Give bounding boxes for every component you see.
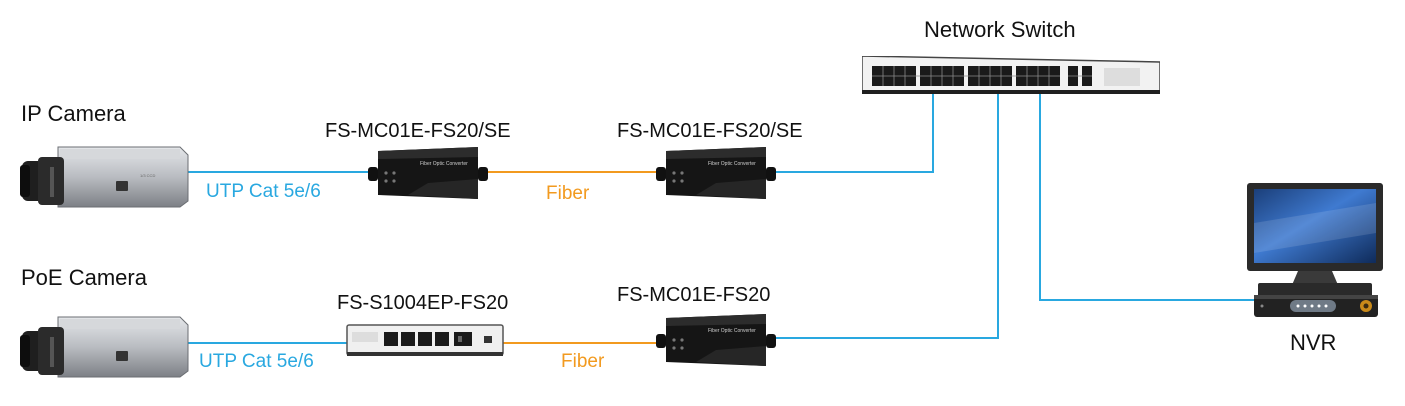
network-switch-icon: [862, 56, 1160, 96]
poe-switch-label: FS-S1004EP-FS20: [337, 292, 509, 314]
converter-bottom-right-icon: Fiber Optic Converter: [656, 310, 776, 370]
poe-camera-icon: [20, 305, 190, 383]
converter-top-right-icon: Fiber Optic Converter: [656, 143, 776, 203]
converter-top-left-label: FS-MC01E-FS20/SE: [325, 120, 511, 142]
bottom-utp-label: UTP Cat 5e/6: [199, 351, 314, 372]
bottom-uplink-line: [775, 93, 999, 339]
poe-switch-icon: [346, 322, 504, 358]
poe-camera-label: PoE Camera: [21, 265, 147, 290]
top-utp-label: UTP Cat 5e/6: [206, 181, 321, 202]
ip-camera-label: IP Camera: [21, 101, 126, 126]
nvr-monitor-icon: [1240, 183, 1390, 321]
network-switch-label: Network Switch: [924, 17, 1076, 42]
nvr-line: [1039, 93, 1257, 301]
ip-camera-icon: 1/3 CCD: [20, 135, 190, 213]
converter-top-left-icon: Fiber Optic Converter: [368, 143, 488, 203]
converter-bottom-right-label: FS-MC01E-FS20: [617, 284, 771, 306]
svg-text:Fiber Optic Converter: Fiber Optic Converter: [708, 161, 756, 167]
svg-text:1/3 CCD: 1/3 CCD: [140, 173, 155, 178]
converter-top-right-label: FS-MC01E-FS20/SE: [617, 120, 803, 142]
nvr-label: NVR: [1290, 330, 1337, 355]
bottom-fiber-label: Fiber: [561, 351, 605, 372]
svg-text:Fiber Optic Converter: Fiber Optic Converter: [420, 161, 468, 167]
top-fiber-label: Fiber: [546, 183, 590, 204]
svg-text:Fiber Optic Converter: Fiber Optic Converter: [708, 328, 756, 334]
top-uplink-line: [775, 93, 934, 173]
